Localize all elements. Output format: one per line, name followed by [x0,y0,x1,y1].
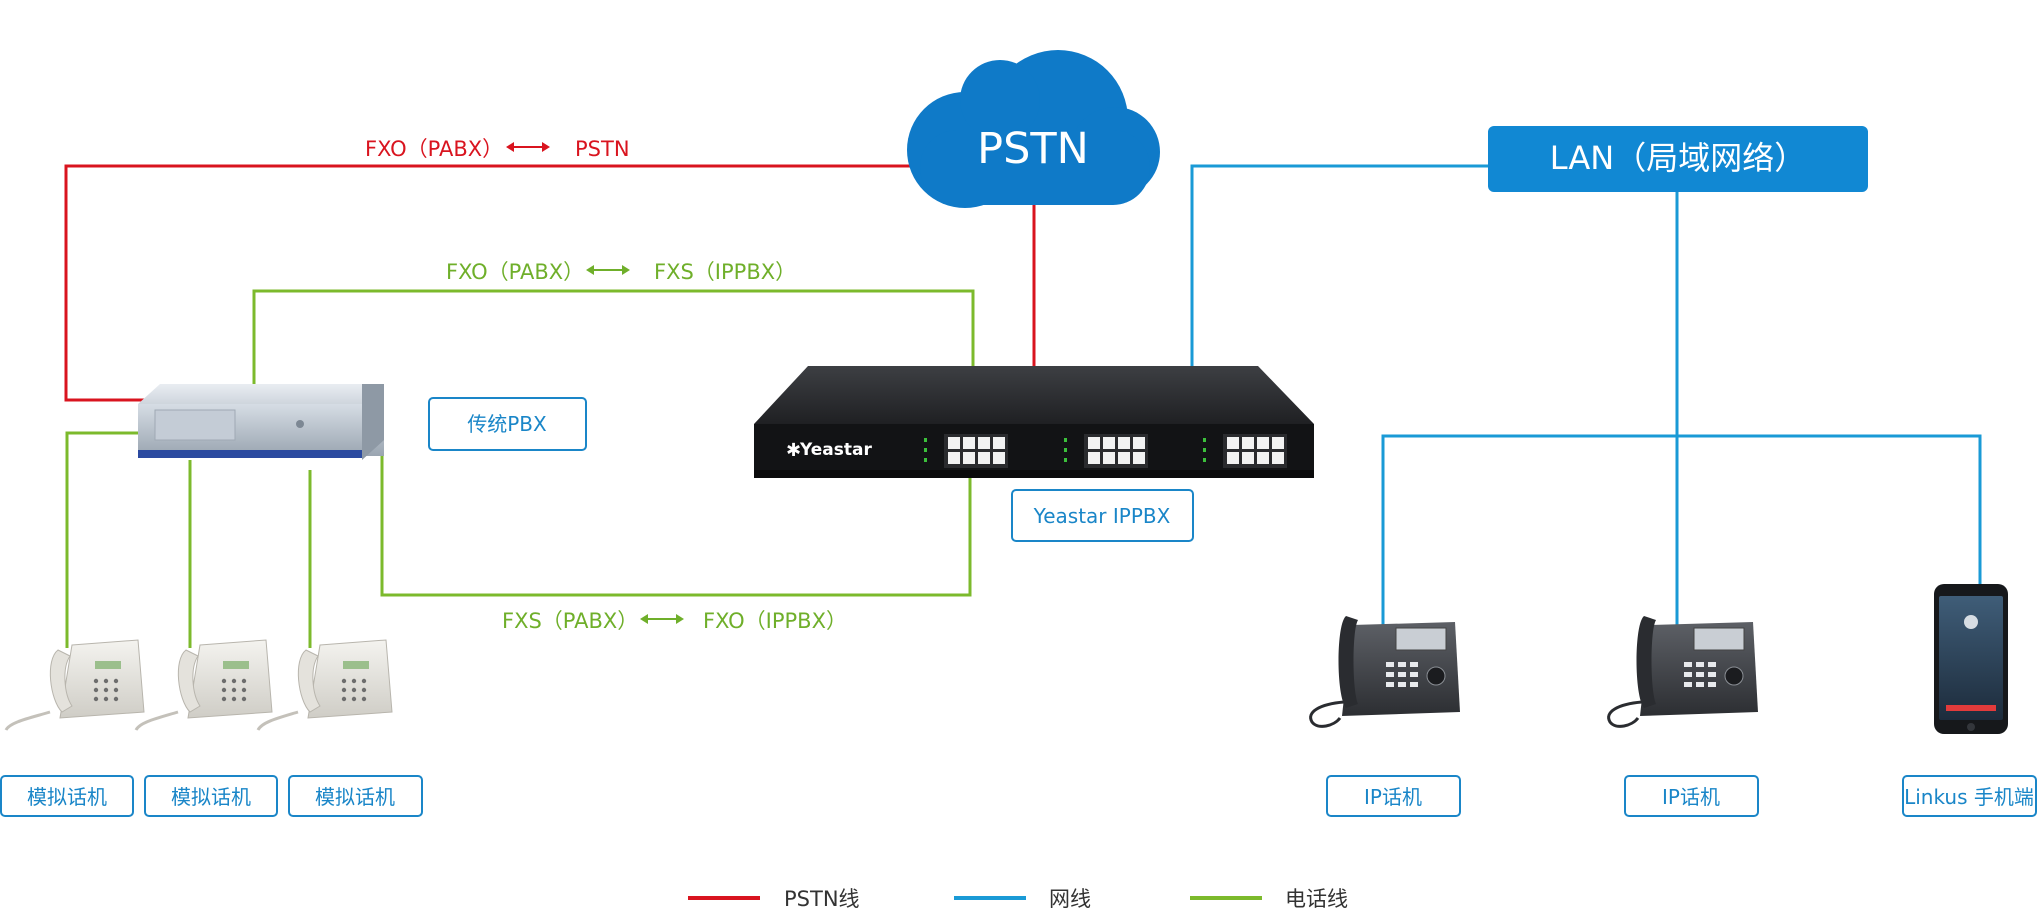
link-fxs-pabx-label: FXS（PABX） [502,609,638,633]
analog-phone-box-2 [144,775,278,817]
yeastar-logo-icon: ✱ [786,440,801,460]
analog-phone-label-1: 模拟话机 [27,785,107,809]
analog-phone-box-1 [0,775,134,817]
ip-phone-box-1 [1326,775,1461,817]
legend-label-pstn: PSTN线 [784,887,860,911]
analog-phone-label-2: 模拟话机 [171,785,251,809]
ip-phone-icon [1309,616,1460,728]
link-pstn-label: PSTN [575,137,630,161]
double-arrow-icon [586,265,630,275]
link-fxo-pabx-label: FXO（PABX） [365,137,503,161]
ip-phone-label-2: IP话机 [1662,785,1720,809]
cloud-icon [907,50,1160,208]
ippbx-brand-label: Yeastar [799,440,872,460]
link-fxo-ippbx-label: FXO（IPPBX） [703,609,847,633]
lan-label: LAN（局域网络） [1550,139,1806,177]
ippbx-label: Yeastar IPPBX [1033,504,1171,528]
mobile-label: Linkus 手机端 [1904,785,2034,809]
lan-box [1488,126,1868,192]
ethernet-ports-icon [944,434,1287,468]
analog-phone-icon [4,639,145,731]
pstn-line-to-legacy-pbx [64,164,910,402]
ippbx-box [1011,489,1194,542]
legacy-pbx-box [428,397,587,451]
analog-phone-icon [256,639,393,731]
pbx-device-icon [138,384,384,460]
legend-label-phone: 电话线 [1285,887,1348,911]
legend-label-network: 网线 [1049,887,1091,911]
mobile-box [1902,775,2037,817]
link-fxs-ippbx-label: FXS（IPPBX） [654,260,796,284]
lan-branch-line [1381,434,1982,636]
ip-phone-icon [1607,616,1758,728]
link-fxo-pabx-label-2: FXO（PABX） [446,260,584,284]
analog-phone-icon [134,639,273,731]
pstn-cloud-label: PSTN [977,124,1089,174]
analog-phone-label-3: 模拟话机 [315,785,395,809]
double-arrow-icon [640,614,684,624]
ip-phone-label-1: IP话机 [1364,785,1422,809]
ippbx-device-icon: Yeastar ✱ [754,366,1314,478]
smartphone-icon [1934,584,2008,734]
legacy-pbx-label: 传统PBX [467,412,547,436]
double-arrow-icon [506,142,550,152]
ip-phone-box-2 [1624,775,1759,817]
lan-line-to-ippbx [1190,164,1488,366]
phone-line-fxs-fxo [380,440,972,597]
analog-phone-box-3 [288,775,423,817]
phone-line-analog-1 [65,431,138,648]
phone-line-fxo-fxs [252,289,975,386]
